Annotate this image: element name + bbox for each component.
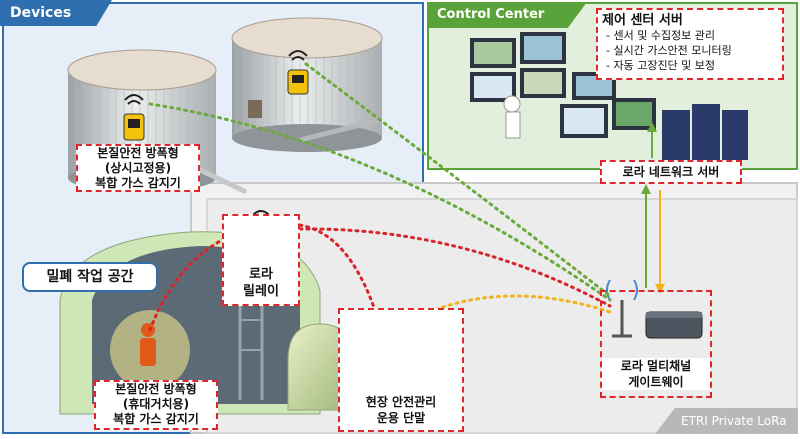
control-server-item: - 실시간 가스안전 모니터링 bbox=[606, 44, 732, 57]
devices-tab: Devices bbox=[0, 0, 112, 26]
gateway-device-icon bbox=[645, 311, 703, 339]
network-server-label: 로라 네트워크 서버 bbox=[600, 160, 742, 184]
fixed-detector-label-line: 복합 가스 감지기 bbox=[95, 176, 181, 190]
control-server-item: - 자동 고장진단 및 보정 bbox=[606, 59, 716, 72]
monitor-wall-icon bbox=[470, 32, 656, 138]
portable-detector-label-line: (휴대거치용) bbox=[122, 397, 190, 411]
field-terminal-label: 현장 안전관리 운용 단말 bbox=[338, 308, 464, 432]
fixed-detector-label-line: 본질안전 방폭형 bbox=[97, 146, 179, 160]
private-lora-tab: ETRI Private LoRa bbox=[655, 408, 798, 434]
lora-relay-label-line: 릴레이 bbox=[243, 284, 279, 299]
fixed-gas-detector-icon bbox=[123, 69, 309, 141]
fixed-detector-label-line: (상시고정용) bbox=[104, 161, 172, 175]
control-server-item: - 센서 및 수집정보 관리 bbox=[606, 29, 716, 42]
field-terminal-label-line: 운용 단말 bbox=[376, 411, 426, 425]
worker-icon bbox=[140, 323, 156, 366]
server-rack-icon bbox=[662, 104, 748, 160]
gateway-label: 로라 멀티채널 게이트웨이 bbox=[600, 290, 712, 398]
portable-detector-label-line: 복합 가스 감지기 bbox=[113, 412, 199, 426]
gateway-to-network-server-link bbox=[641, 184, 665, 294]
fixed-detector-link bbox=[148, 62, 612, 302]
confined-space-callout: 밀폐 작업 공간 bbox=[22, 262, 158, 292]
gateway-label-line: 게이트웨이 bbox=[602, 374, 710, 390]
gateway-label-line: 로라 멀티채널 bbox=[602, 358, 710, 374]
pipeline bbox=[194, 100, 381, 195]
control-server-label: 제어 센터 서버 - 센서 및 수집정보 관리 - 실시간 가스안전 모니터링 … bbox=[596, 8, 784, 80]
lora-relay-label: 로라 릴레이 bbox=[222, 214, 300, 306]
lora-relay-label-line: 로라 bbox=[249, 267, 273, 282]
operator-figure-icon bbox=[503, 95, 521, 139]
control-server-title: 제어 센터 서버 bbox=[602, 13, 683, 28]
network-to-control-server-link bbox=[647, 122, 657, 158]
field-terminal-label-line: 현장 안전관리 bbox=[365, 395, 437, 409]
portable-detector-label-line: 본질안전 방폭형 bbox=[115, 382, 197, 396]
portable-detector-label: 본질안전 방폭형 (휴대거치용) 복합 가스 감지기 bbox=[94, 380, 218, 430]
network-server-label-line: 로라 네트워크 서버 bbox=[622, 165, 720, 179]
control-center-tab: Control Center Server bbox=[427, 2, 587, 28]
fixed-detector-label: 본질안전 방폭형 (상시고정용) 복합 가스 감지기 bbox=[76, 144, 200, 192]
